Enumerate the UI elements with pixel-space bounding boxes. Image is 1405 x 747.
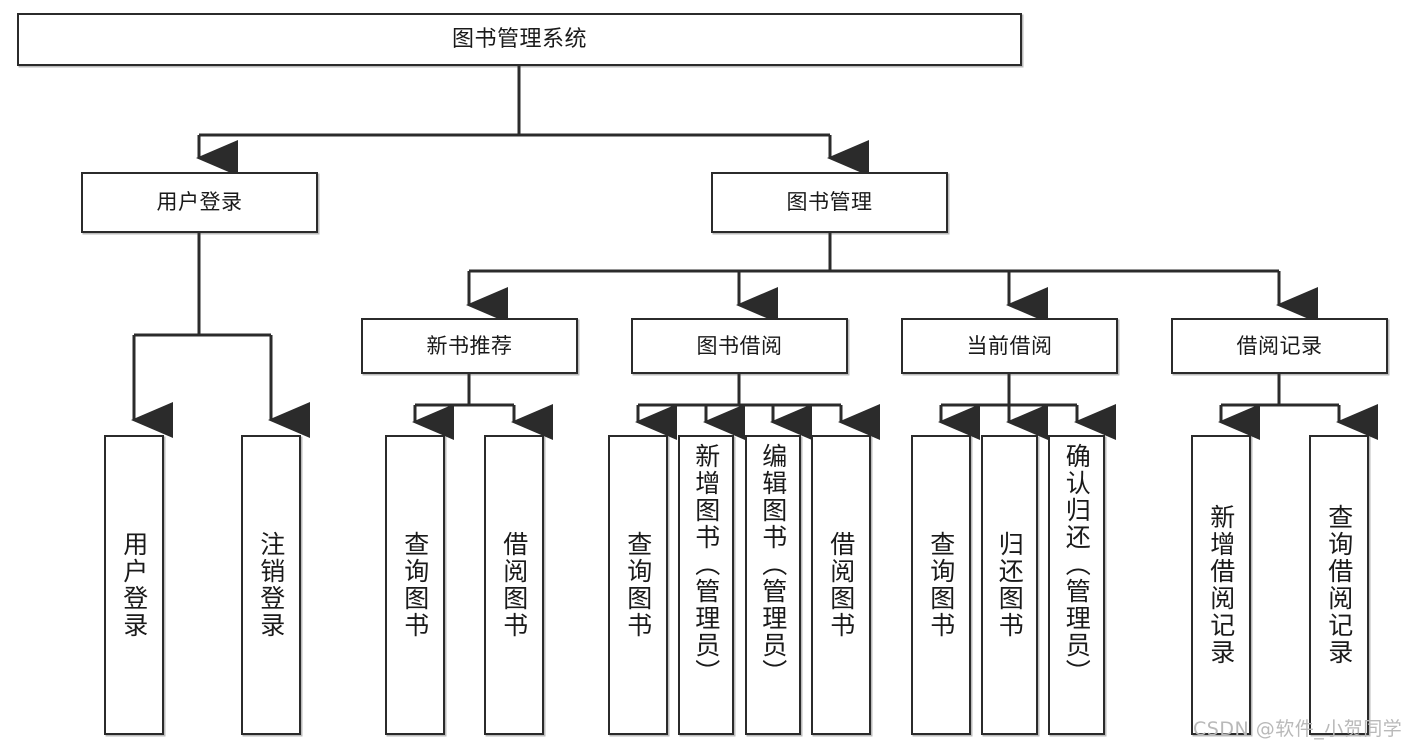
leaf-query-book-current[interactable]: 查询图书: [911, 435, 971, 735]
node-root-system[interactable]: 图书管理系统: [17, 13, 1022, 66]
node-label: 新书推荐: [426, 333, 513, 358]
leaf-confirm-return-admin[interactable]: 确认归还（管理员）: [1048, 435, 1105, 735]
leaf-edit-book-admin[interactable]: 编辑图书（管理员）: [745, 435, 801, 735]
node-label: 查询图书: [400, 531, 430, 639]
leaf-borrow-book[interactable]: 借阅图书: [811, 435, 871, 735]
node-label: 查询图书: [623, 531, 653, 639]
leaf-user-logout[interactable]: 注销登录: [241, 435, 301, 735]
node-current-borrow[interactable]: 当前借阅: [901, 318, 1118, 374]
node-label: 归还图书: [995, 531, 1025, 639]
node-label: 图书借阅: [696, 333, 783, 358]
csdn-watermark: CSDN @软件_小贺同学: [1193, 718, 1403, 740]
leaf-query-borrow-record[interactable]: 查询借阅记录: [1309, 435, 1369, 735]
leaf-query-book-recommend[interactable]: 查询图书: [385, 435, 445, 735]
node-label: 查询借阅记录: [1324, 504, 1354, 666]
leaf-user-login[interactable]: 用户登录: [104, 435, 164, 735]
node-label: 用户登录: [119, 531, 149, 639]
node-book-management[interactable]: 图书管理: [711, 172, 948, 233]
leaf-borrow-book-recommend[interactable]: 借阅图书: [484, 435, 544, 735]
node-label: 借阅图书: [826, 531, 856, 639]
node-label: 注销登录: [256, 531, 286, 639]
node-label: 编辑图书（管理员）: [758, 443, 788, 686]
node-label: 借阅图书: [499, 531, 529, 639]
leaf-add-borrow-record[interactable]: 新增借阅记录: [1191, 435, 1251, 735]
node-label: 新增图书（管理员）: [691, 443, 721, 686]
node-label: 查询图书: [926, 531, 956, 639]
node-book-borrow[interactable]: 图书借阅: [631, 318, 848, 374]
node-borrow-record[interactable]: 借阅记录: [1171, 318, 1388, 374]
node-label: 图书管理系统: [451, 26, 587, 52]
leaf-return-book[interactable]: 归还图书: [981, 435, 1038, 735]
node-label: 新增借阅记录: [1206, 504, 1236, 666]
node-label: 当前借阅: [966, 333, 1053, 358]
node-label: 借阅记录: [1236, 333, 1323, 358]
leaf-query-book-borrow[interactable]: 查询图书: [608, 435, 668, 735]
node-label: 确认归还（管理员）: [1062, 443, 1092, 686]
node-new-book-recommend[interactable]: 新书推荐: [361, 318, 578, 374]
node-label: 用户登录: [156, 190, 243, 215]
leaf-add-book-admin[interactable]: 新增图书（管理员）: [678, 435, 734, 735]
node-label: 图书管理: [786, 190, 873, 215]
node-user-login[interactable]: 用户登录: [81, 172, 318, 233]
